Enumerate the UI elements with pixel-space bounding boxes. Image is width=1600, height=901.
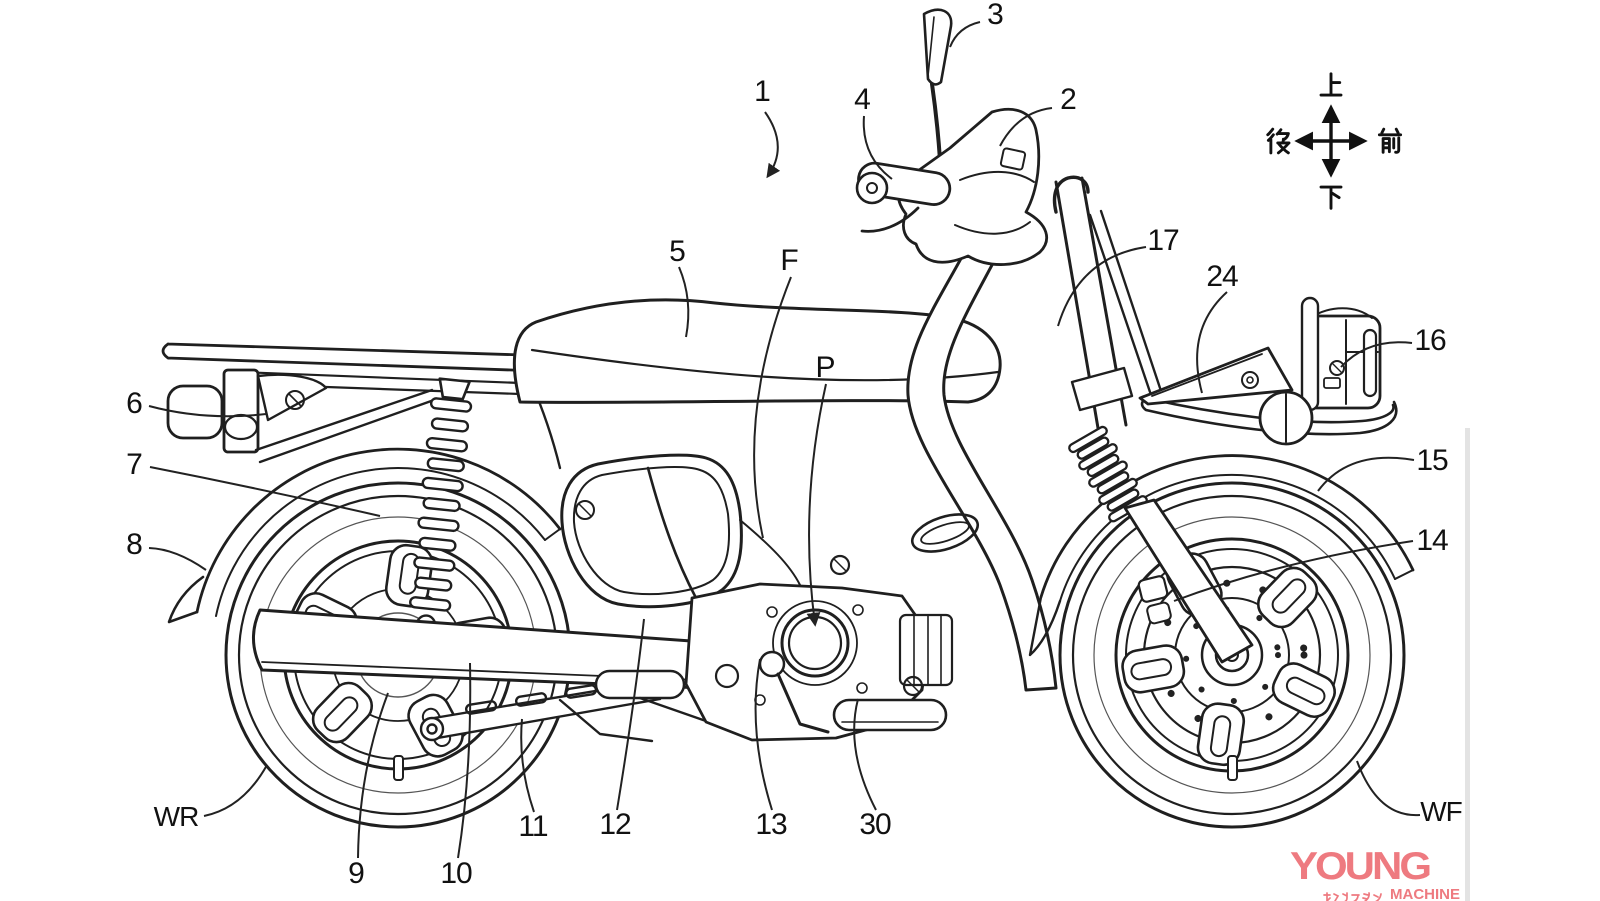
logo-sub-text: MACHINE (1390, 886, 1460, 901)
side-cover (560, 453, 801, 609)
brake-lever (860, 206, 920, 233)
leg-shield (829, 236, 1058, 697)
shift-pedal (758, 650, 786, 678)
callout-label-P: P (815, 351, 835, 384)
shield-grip-slot (910, 513, 980, 553)
carrier-plate (1138, 346, 1294, 406)
rear-carrier (161, 342, 562, 470)
box-post (1300, 296, 1320, 412)
cylinder (898, 613, 954, 687)
callout-label-1: 1 (754, 75, 771, 108)
mirror (922, 8, 953, 162)
callout-label-15: 15 (1416, 444, 1448, 477)
callout-label-14: 14 (1416, 524, 1448, 557)
callout-label-8: 8 (126, 528, 143, 561)
callout-label-13: 13 (755, 808, 787, 841)
callout-label-9: 9 (348, 857, 365, 890)
callout-label-11: 11 (518, 810, 548, 843)
logo-katakana (1323, 892, 1382, 901)
callout-label-16: 16 (1414, 324, 1446, 357)
callout-label-2: 2 (1060, 83, 1077, 116)
callout-label-5: 5 (669, 235, 686, 268)
callout-label-17: 17 (1147, 224, 1179, 257)
callout-label-30: 30 (859, 808, 891, 841)
callout-label-6: 6 (126, 387, 143, 420)
callout-label-12: 12 (599, 808, 631, 841)
footpeg (594, 669, 686, 700)
rear-valve-stem (393, 755, 404, 781)
callout-label-WR: WR (153, 801, 200, 832)
handlebar-cluster (855, 8, 1049, 266)
orientation-compass (1236, 60, 1426, 230)
brake-caliper (1137, 575, 1169, 603)
front-valve-stem (1227, 755, 1238, 781)
engine (684, 582, 954, 742)
logo-main-text: YOUNG (1290, 843, 1432, 888)
rear-shock (409, 377, 473, 635)
callout-label-3: 3 (987, 0, 1004, 31)
callout-label-7: 7 (126, 448, 143, 481)
front-lamp (1258, 390, 1314, 446)
callout-label-24: 24 (1206, 260, 1238, 293)
compass-rear-label (1266, 127, 1291, 155)
callout-label-10: 10 (440, 857, 472, 890)
front-box (1300, 296, 1382, 412)
young-machine-logo: YOUNG MACHINE (1290, 842, 1460, 901)
callout-label-4: 4 (854, 83, 871, 116)
scan-seam-line (1465, 428, 1470, 901)
exhaust (832, 698, 948, 732)
compass-down-label (1319, 185, 1343, 210)
tail-box (166, 384, 224, 440)
compass-front-label (1377, 127, 1403, 154)
compass-up-label (1319, 72, 1343, 97)
callout-label-F: F (780, 244, 798, 277)
callout-label-WF: WF (1420, 796, 1463, 827)
